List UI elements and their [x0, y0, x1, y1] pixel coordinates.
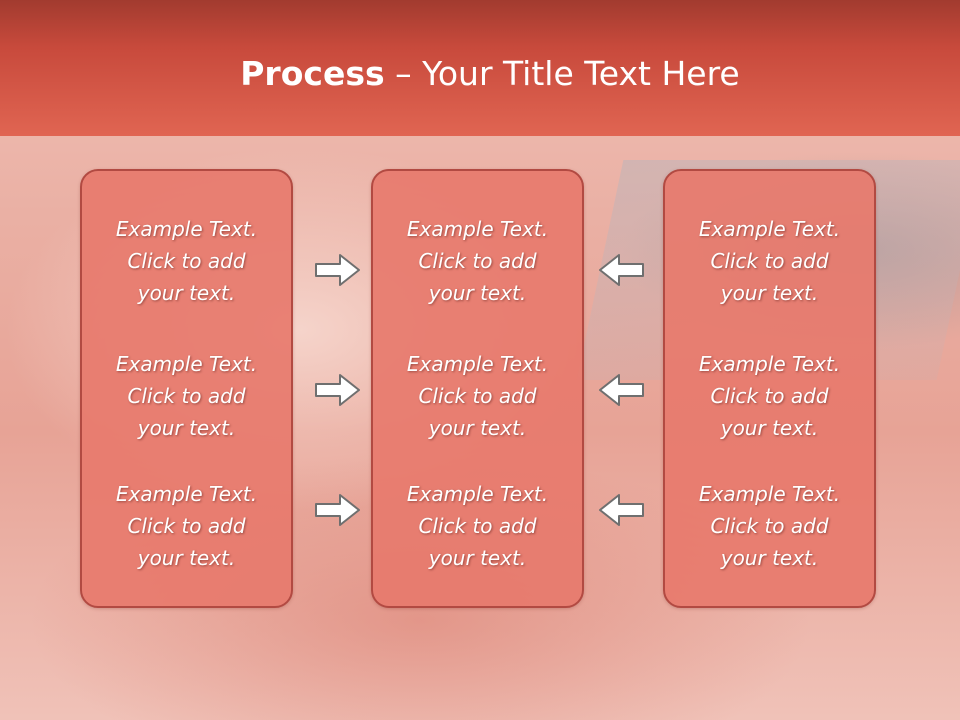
- arrow-left-icon: [599, 254, 644, 286]
- box-text[interactable]: Example Text. Click to add your text.: [698, 482, 841, 570]
- slide-title[interactable]: Process – Your Title Text Here: [0, 50, 960, 98]
- title-bar: [0, 0, 960, 136]
- process-box-2[interactable]: Example Text. Click to add your text. Ex…: [371, 169, 584, 608]
- title-rest: – Your Title Text Here: [384, 54, 740, 93]
- box-text[interactable]: Example Text. Click to add your text.: [406, 352, 549, 440]
- process-box-1[interactable]: Example Text. Click to add your text. Ex…: [80, 169, 293, 608]
- arrow-right-icon: [315, 374, 360, 406]
- process-box-3[interactable]: Example Text. Click to add your text. Ex…: [663, 169, 876, 608]
- box-text[interactable]: Example Text. Click to add your text.: [406, 217, 549, 305]
- box-text[interactable]: Example Text. Click to add your text.: [115, 352, 258, 440]
- arrow-right-icon: [315, 254, 360, 286]
- box-text[interactable]: Example Text. Click to add your text.: [698, 352, 841, 440]
- arrow-right-icon: [315, 494, 360, 526]
- box-text[interactable]: Example Text. Click to add your text.: [406, 482, 549, 570]
- box-text[interactable]: Example Text. Click to add your text.: [698, 217, 841, 305]
- box-text[interactable]: Example Text. Click to add your text.: [115, 482, 258, 570]
- arrow-left-icon: [599, 494, 644, 526]
- arrow-left-icon: [599, 374, 644, 406]
- box-text[interactable]: Example Text. Click to add your text.: [115, 217, 258, 305]
- title-bold: Process: [240, 54, 385, 93]
